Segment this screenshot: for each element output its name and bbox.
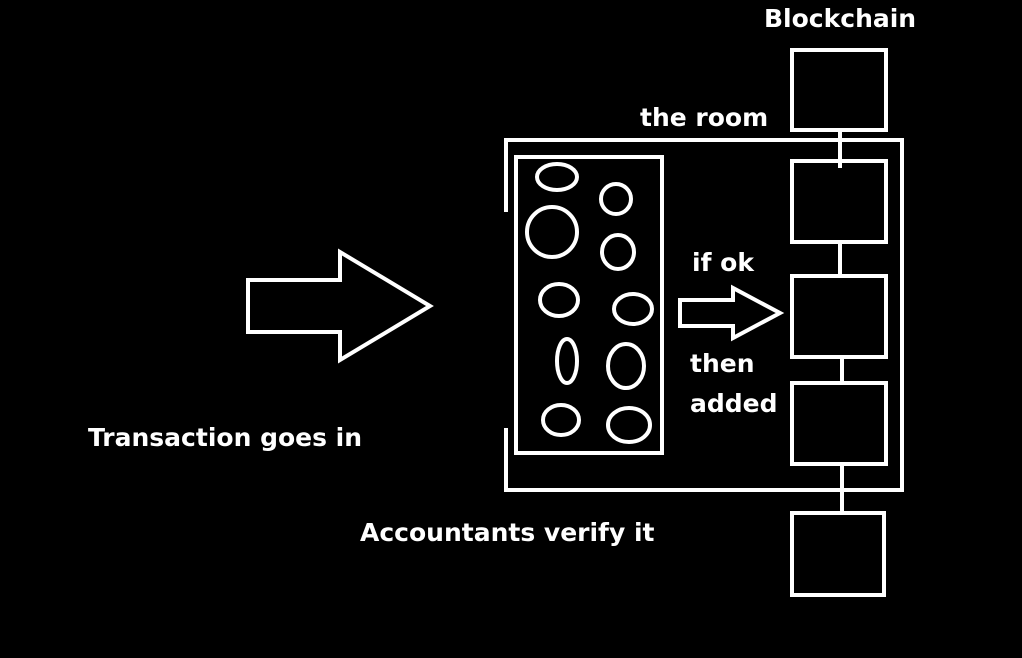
then-added-label: then added [690, 344, 778, 424]
accountant [606, 406, 652, 444]
if-ok-label: if ok [692, 248, 754, 277]
then-added-line: added [690, 389, 778, 418]
transaction-label: Transaction goes in [88, 423, 363, 452]
accountants-panel [514, 155, 664, 455]
room-wall [504, 138, 904, 492]
accountant [525, 205, 579, 259]
blockchain-label: Blockchain [764, 4, 917, 33]
chain-links [838, 130, 844, 513]
transaction-input-arrow [246, 248, 434, 364]
accountant [538, 282, 580, 318]
accountant [606, 342, 646, 390]
accountants-group [525, 162, 654, 444]
accountant [599, 182, 633, 216]
accountant [612, 292, 654, 326]
block [790, 274, 888, 359]
accountants-label: Accountants verify it [360, 518, 655, 547]
room-label: the room [640, 103, 769, 132]
block [790, 511, 886, 597]
block [790, 159, 888, 244]
verification-arrow [678, 284, 785, 342]
block [790, 381, 888, 466]
then-added-line: then [690, 349, 755, 378]
block [790, 48, 888, 132]
accountant [541, 403, 581, 437]
accountant [600, 233, 636, 271]
accountant [555, 337, 579, 385]
accountant [535, 162, 579, 192]
